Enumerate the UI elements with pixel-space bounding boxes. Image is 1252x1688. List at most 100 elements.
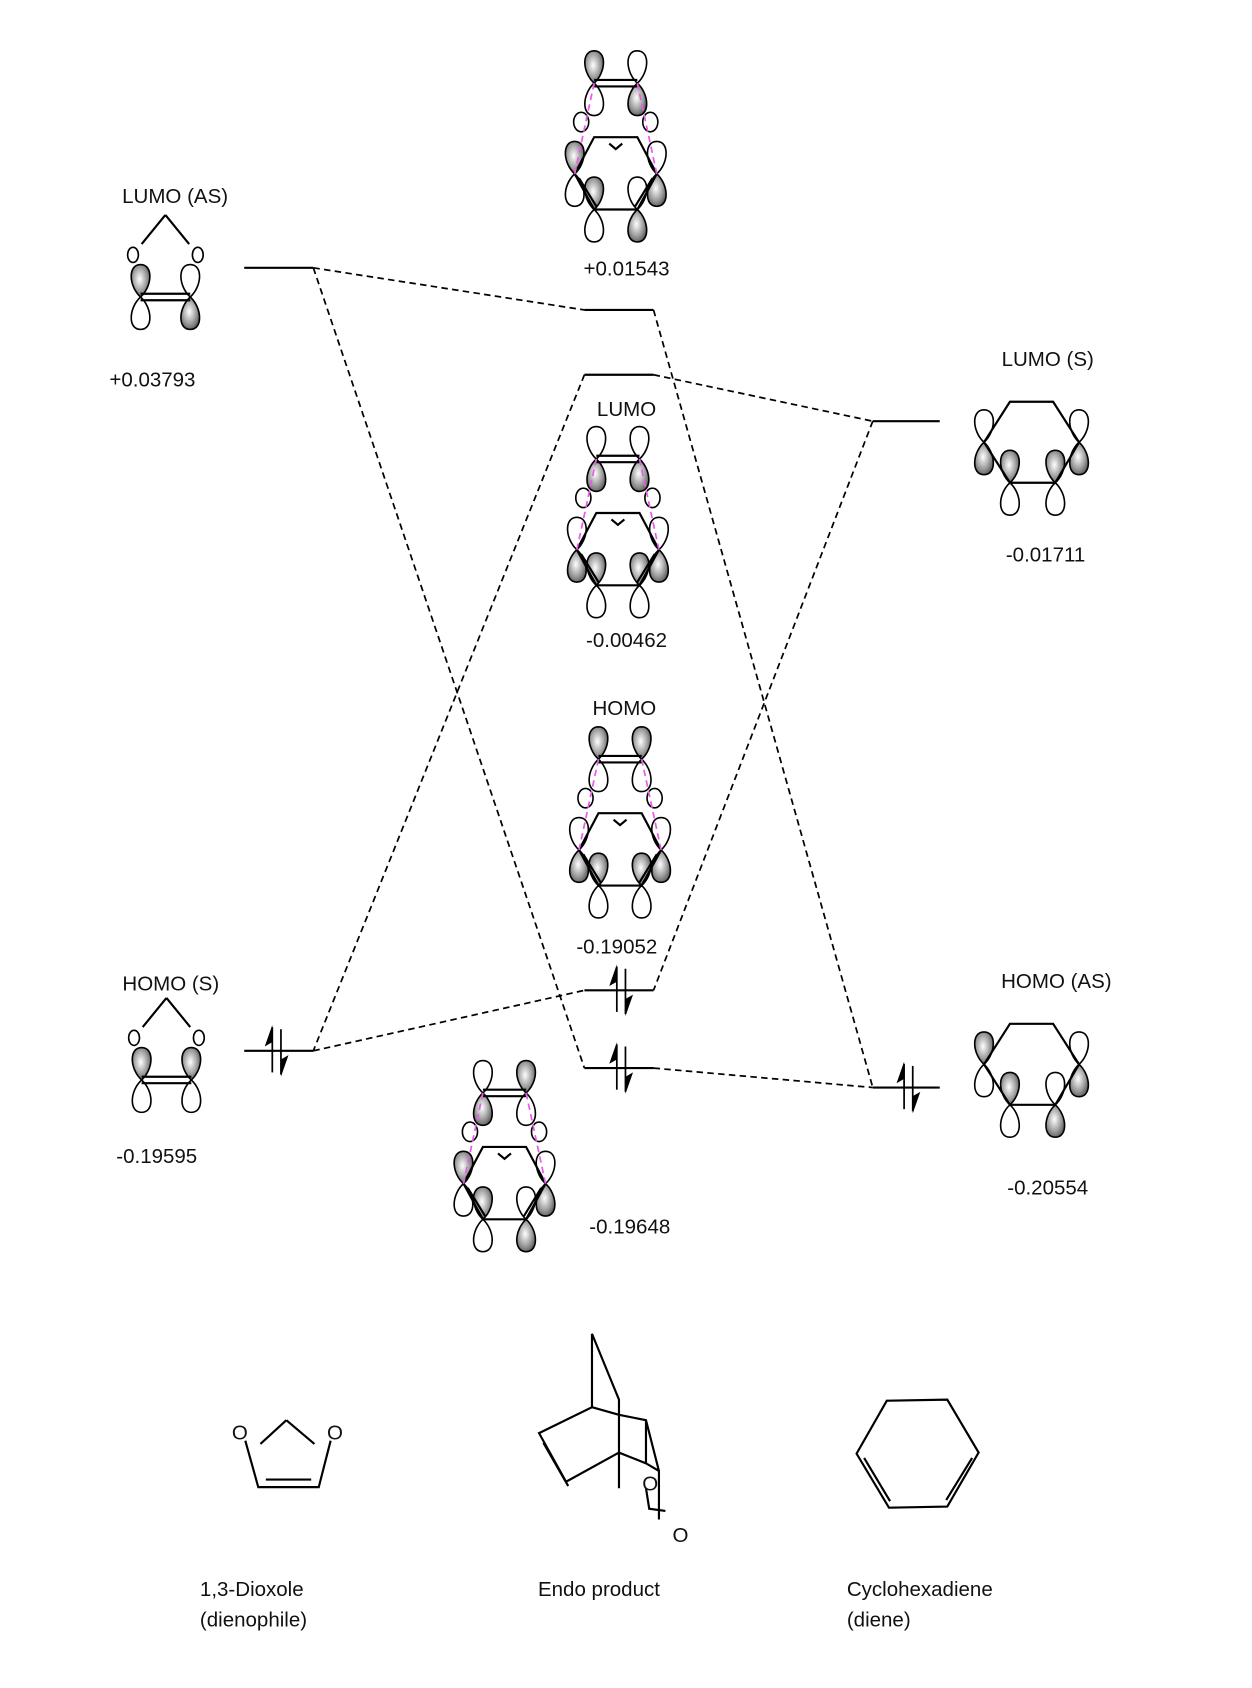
interaction-dashed-line	[525, 1092, 547, 1184]
open-lobe	[650, 816, 672, 852]
diene-homo-orbital	[973, 1022, 1090, 1139]
shaded-lobe	[181, 1046, 202, 1082]
correlation-line	[653, 1067, 873, 1089]
oxygen-atom	[126, 246, 140, 264]
dienophile-homo-label: HOMO (S)	[122, 972, 219, 995]
spin-down-arrowhead	[625, 1072, 634, 1095]
open-lobe	[472, 1218, 494, 1253]
cyclohexadiene-caption: Cyclohexadiene	[847, 1578, 993, 1601]
bond-line	[497, 1152, 512, 1161]
shaded-lobe	[586, 457, 607, 493]
open-lobe	[564, 172, 585, 208]
shaded-lobe	[627, 208, 648, 243]
interaction-dashed-line	[636, 82, 658, 175]
oxygen-atom	[192, 1029, 206, 1047]
interaction-dashed-line	[576, 458, 598, 550]
correlation-line	[652, 420, 874, 991]
bond-line	[610, 518, 626, 527]
shaded-lobe	[999, 1071, 1021, 1106]
bond-line	[596, 454, 640, 464]
diene-lumo-orbital	[973, 400, 1090, 516]
open-lobe	[627, 49, 648, 85]
open-lobe	[535, 1150, 556, 1185]
shaded-lobe	[453, 1150, 474, 1185]
dienophile-lumo-label: LUMO (AS)	[122, 185, 228, 208]
bond-line	[482, 1088, 527, 1098]
spin-up-arrowhead	[609, 1042, 617, 1064]
open-lobe	[631, 884, 652, 919]
open-lobe	[1068, 1031, 1090, 1066]
open-lobe	[568, 816, 590, 852]
bond-line	[466, 1187, 543, 1217]
oxygen-atom-label: O	[642, 1472, 658, 1495]
open-lobe	[586, 584, 607, 619]
shaded-lobe	[588, 726, 609, 761]
product-lower-orbital	[453, 1059, 556, 1253]
correlation-line	[652, 309, 874, 1088]
bond-line	[594, 78, 638, 88]
shaded-lobe	[515, 1059, 537, 1095]
dienophile-homo-orbital	[127, 997, 206, 1114]
dioxole-caption: 1,3-Dioxole	[200, 1578, 304, 1601]
dioxole-caption-sub: (dienophile)	[200, 1608, 307, 1631]
bond-line	[140, 292, 191, 302]
shaded-lobe	[1068, 1063, 1090, 1098]
energy-levels	[244, 266, 940, 1089]
diene-homo-energy: -0.20554	[1007, 1176, 1088, 1199]
open-lobe	[584, 82, 605, 117]
shaded-lobe	[566, 548, 587, 583]
endo-product-structure: O O	[537, 1333, 689, 1547]
open-lobe	[1045, 481, 1066, 516]
open-lobe	[515, 1091, 537, 1127]
dienophile-lumo-energy: +0.03793	[109, 369, 195, 392]
cyclohexadiene-caption-sub: (diene)	[847, 1608, 911, 1631]
shaded-lobe	[180, 295, 201, 331]
shaded-lobe	[584, 49, 605, 85]
product-top-energy: +0.01543	[584, 257, 670, 280]
spin-up-arrowhead	[609, 964, 617, 987]
shaded-lobe	[646, 172, 667, 208]
shaded-lobe	[973, 1031, 995, 1066]
open-lobe	[646, 140, 667, 175]
bond-line	[608, 142, 623, 151]
shaded-lobe	[515, 1218, 537, 1253]
spin-up-arrowhead	[896, 1061, 905, 1084]
open-lobe	[586, 425, 607, 461]
correlation-line	[313, 266, 585, 311]
shaded-lobe	[650, 848, 672, 884]
bond-line	[141, 1075, 192, 1085]
shaded-lobe	[648, 548, 670, 583]
dienophile-lumo-orbital	[126, 214, 204, 331]
open-lobe	[453, 1182, 474, 1217]
bond-line	[580, 553, 656, 583]
interaction-dashed-line	[640, 759, 662, 851]
bond-line	[982, 400, 1081, 484]
bond-line	[598, 754, 642, 764]
dioxole-structure: O O	[232, 1419, 343, 1489]
oxygen-atom-label: O	[232, 1422, 248, 1445]
oxygen-atom-label: O	[327, 1422, 343, 1445]
bond-line	[141, 997, 192, 1028]
open-lobe	[131, 1078, 152, 1114]
open-lobe	[1068, 409, 1090, 444]
shaded-lobe	[627, 82, 648, 117]
interaction-dashed-line	[578, 759, 600, 851]
correlation-line	[312, 374, 586, 1052]
open-lobe	[1045, 1071, 1066, 1106]
product-lumo-label: LUMO	[597, 398, 656, 421]
cyclohexadiene-structure	[855, 1398, 980, 1509]
product-homo-energy: -0.19052	[576, 936, 657, 959]
shaded-lobe	[973, 441, 995, 476]
correlation-line	[313, 989, 585, 1052]
bond-line	[612, 818, 628, 827]
shaded-lobe	[1068, 441, 1090, 476]
open-lobe	[629, 584, 650, 619]
shaded-lobe	[629, 457, 650, 493]
spin-down-arrowhead	[280, 1055, 289, 1077]
oxygen-atom-label: O	[673, 1524, 689, 1547]
open-lobe	[588, 758, 609, 793]
electron-pairs	[264, 964, 921, 1114]
open-lobe	[999, 481, 1021, 516]
spin-down-arrowhead	[625, 994, 634, 1017]
